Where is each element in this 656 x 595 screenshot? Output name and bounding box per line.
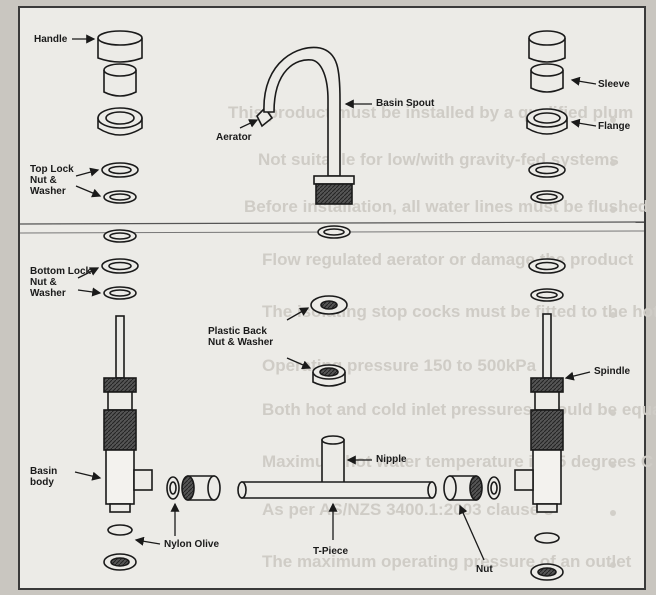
label-plastic-back-2: Nut & Washer (208, 337, 274, 348)
basin-spout (256, 46, 355, 205)
ghost-bullet (610, 312, 616, 318)
nut-side-right (443, 475, 483, 501)
arrow-plastic-washer (286, 307, 310, 321)
plastic-back-washer (310, 295, 348, 315)
label-bottom-lock-3: Washer (30, 288, 66, 299)
nut-side-left (181, 475, 221, 501)
sleeve-right (530, 63, 564, 93)
ghost-bullet (610, 207, 616, 213)
nylon-olive-left (107, 524, 133, 536)
arrow-bottom-lock-washer (77, 287, 102, 297)
label-nylon-olive: Nylon Olive (164, 539, 220, 550)
nut-left (103, 553, 137, 571)
arrow-spindle (564, 371, 591, 381)
handle-left (97, 30, 143, 63)
label-basin-spout: Basin Spout (376, 98, 435, 109)
ghost-bullet (610, 160, 616, 166)
handle-right (528, 30, 566, 63)
label-aerator: Aerator (216, 132, 252, 143)
label-top-lock-2: Nut & (30, 175, 57, 186)
nut-right (530, 563, 564, 581)
label-nut: Nut (476, 564, 493, 575)
label-top-lock-1: Top Lock (30, 164, 74, 175)
label-basin-body-2: body (30, 477, 54, 488)
label-handle: Handle (34, 34, 68, 45)
fold-line (19, 221, 645, 225)
ghost-text-2: Not suitable for low/with gravity-fed sy… (258, 150, 619, 169)
label-spindle: Spindle (594, 366, 631, 377)
label-sleeve: Sleeve (598, 79, 630, 90)
arrow-nut (459, 504, 485, 561)
label-nipple: Nipple (376, 454, 407, 465)
ghost-bullet (610, 462, 616, 468)
ghost-bullet (610, 510, 616, 516)
label-flange: Flange (598, 121, 631, 132)
ghost-bullet (610, 562, 616, 568)
arrow-top-lock-nut (75, 167, 100, 177)
label-plastic-back-1: Plastic Back (208, 326, 267, 337)
sleeve-left (103, 63, 137, 97)
flange-right (526, 108, 568, 135)
ghost-text-5: The isolating stop cocks must be fitted … (262, 302, 656, 321)
basin-body-right (514, 313, 564, 513)
nylon-olive-side-left (166, 476, 180, 500)
nylon-olive-side-right (487, 476, 501, 500)
arrow-top-lock-washer (75, 185, 102, 198)
arrow-plastic-nut (286, 357, 312, 370)
arrow-aerator (239, 119, 259, 129)
label-basin-body-1: Basin (30, 466, 58, 477)
arrow-basin-body (74, 471, 102, 481)
arrow-flange (570, 118, 597, 128)
nylon-olive-right (534, 532, 560, 544)
label-top-lock-3: Washer (30, 186, 66, 197)
basin-body-left (103, 315, 153, 513)
arrow-bottom-lock-nut (77, 267, 100, 279)
t-piece (237, 435, 437, 499)
label-t-piece: T-Piece (313, 546, 349, 557)
ghost-bullet (610, 410, 616, 416)
arrow-sleeve (570, 76, 597, 86)
arrow-nylon-olive (134, 536, 161, 546)
flange-left (97, 107, 143, 136)
ghost-bullet (610, 117, 616, 123)
label-bottom-lock-2: Nut & (30, 277, 57, 288)
plastic-back-nut (312, 364, 346, 387)
label-bottom-lock-1: Bottom Lock (30, 266, 92, 277)
